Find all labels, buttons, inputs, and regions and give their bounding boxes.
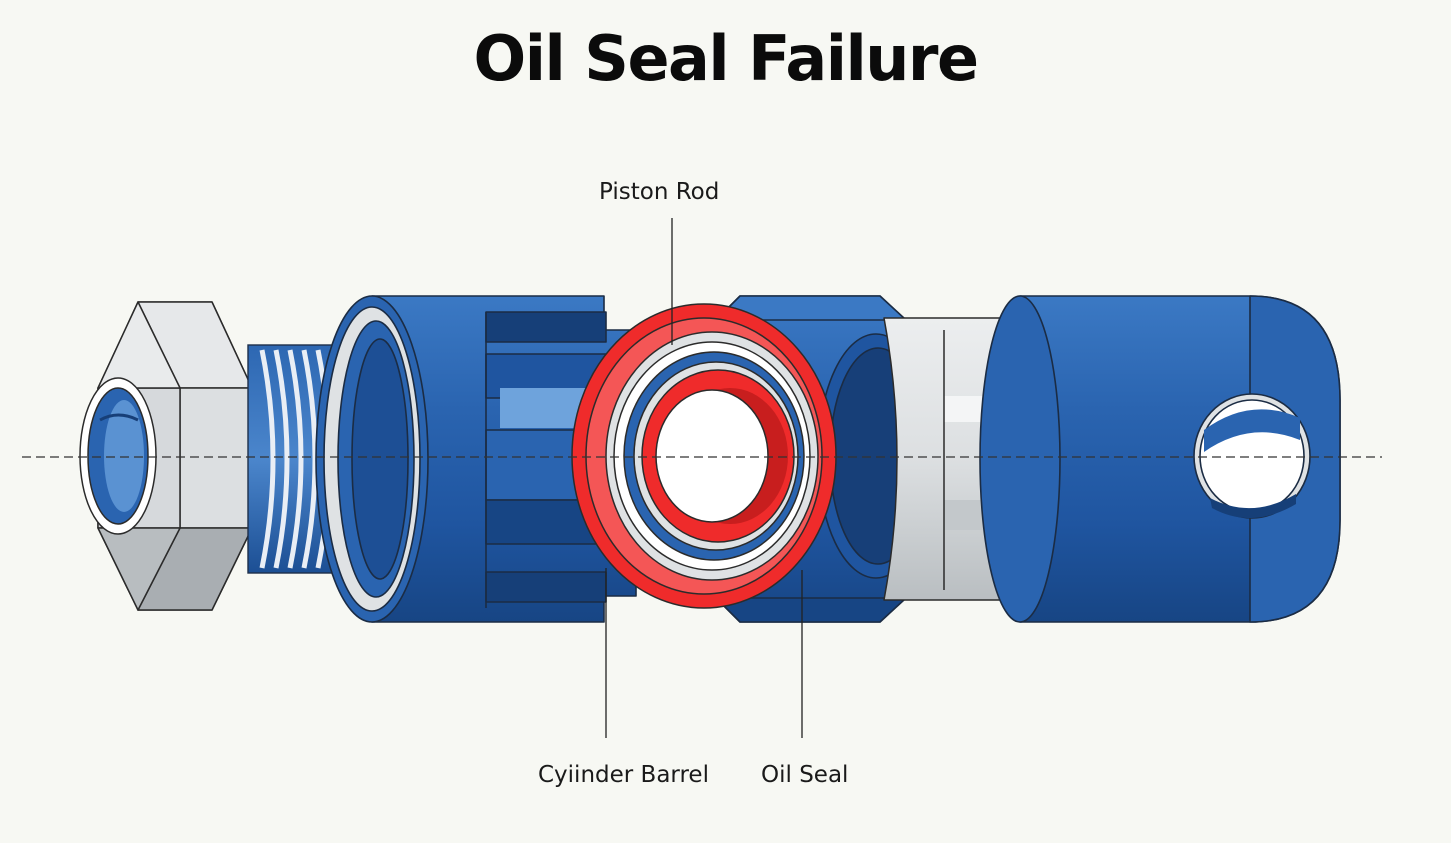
thread-ridge <box>301 349 318 569</box>
thread-ridge <box>259 349 276 569</box>
thread-ridge <box>273 349 290 569</box>
hex-nut <box>79 301 253 611</box>
diagram-title: Oil Seal Failure <box>473 22 980 95</box>
label-cylinder-barrel: Cyiinder Barrel <box>538 762 709 788</box>
label-piston-rod: Piston Rod <box>599 179 720 205</box>
thread-ridge <box>287 349 304 569</box>
oil-seal-ring <box>571 303 837 609</box>
label-oil-seal: Oil Seal <box>761 762 849 788</box>
rod-end-clevis <box>979 295 1341 623</box>
